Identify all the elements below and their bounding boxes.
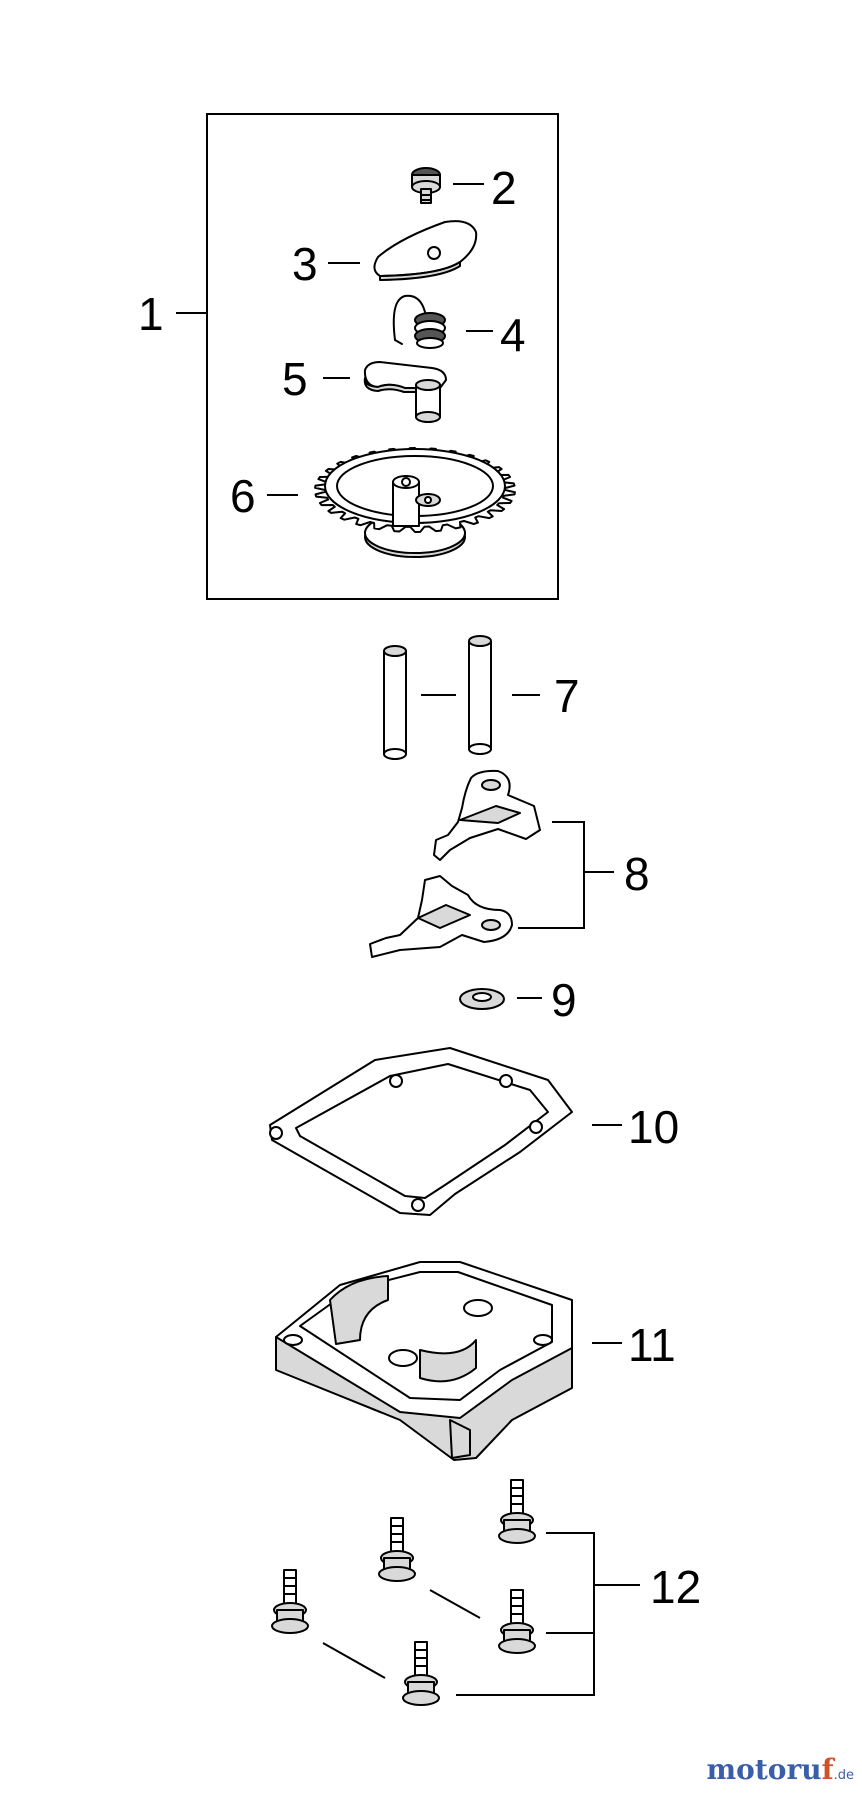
- callout-4: 4: [500, 309, 526, 361]
- callout-labels: 1 2 3 4 5 6 7 8 9 10 11 12: [138, 162, 701, 1613]
- part-3-plate: [373, 220, 478, 281]
- leader-12: [456, 1532, 595, 1696]
- bolt: [498, 1479, 536, 1544]
- part-9-washer: [459, 988, 505, 1010]
- callout-11: 11: [628, 1319, 676, 1371]
- callout-6: 6: [230, 470, 256, 522]
- leader-12-hidden-a: [429, 1589, 481, 1619]
- callout-12: 12: [650, 1561, 701, 1613]
- callout-8: 8: [624, 848, 650, 900]
- leader-12-hidden-b: [322, 1642, 386, 1679]
- callout-9: 9: [551, 974, 577, 1026]
- callout-10: 10: [628, 1101, 679, 1153]
- callout-7: 7: [554, 670, 580, 722]
- callout-5: 5: [282, 353, 308, 405]
- part-11-cover: [275, 1261, 573, 1461]
- callout-3: 3: [292, 238, 318, 290]
- part-7-pins: [383, 635, 492, 760]
- watermark-tld: .de: [833, 1768, 854, 1783]
- watermark-accent: f: [821, 1753, 834, 1786]
- bolt: [271, 1569, 309, 1634]
- part-12-bolts: [271, 1479, 536, 1706]
- assembly-group-box: [206, 113, 559, 600]
- leader-8: [518, 821, 585, 929]
- callout-1: 1: [138, 288, 164, 340]
- part-8-levers: [369, 769, 541, 958]
- bolt: [402, 1641, 440, 1706]
- part-10-gasket: [269, 1047, 573, 1216]
- part-2-screw: [411, 167, 441, 204]
- callout-2: 2: [491, 162, 517, 214]
- watermark-main: motoru: [706, 1753, 822, 1786]
- part-4-spring: [392, 294, 446, 349]
- bolt: [378, 1517, 416, 1582]
- bolt: [498, 1589, 536, 1654]
- part-5-arm: [363, 361, 447, 423]
- watermark-logo: motoruf.de: [707, 1753, 854, 1786]
- part-6-gear: [314, 447, 516, 558]
- leader-lines: [176, 183, 640, 1696]
